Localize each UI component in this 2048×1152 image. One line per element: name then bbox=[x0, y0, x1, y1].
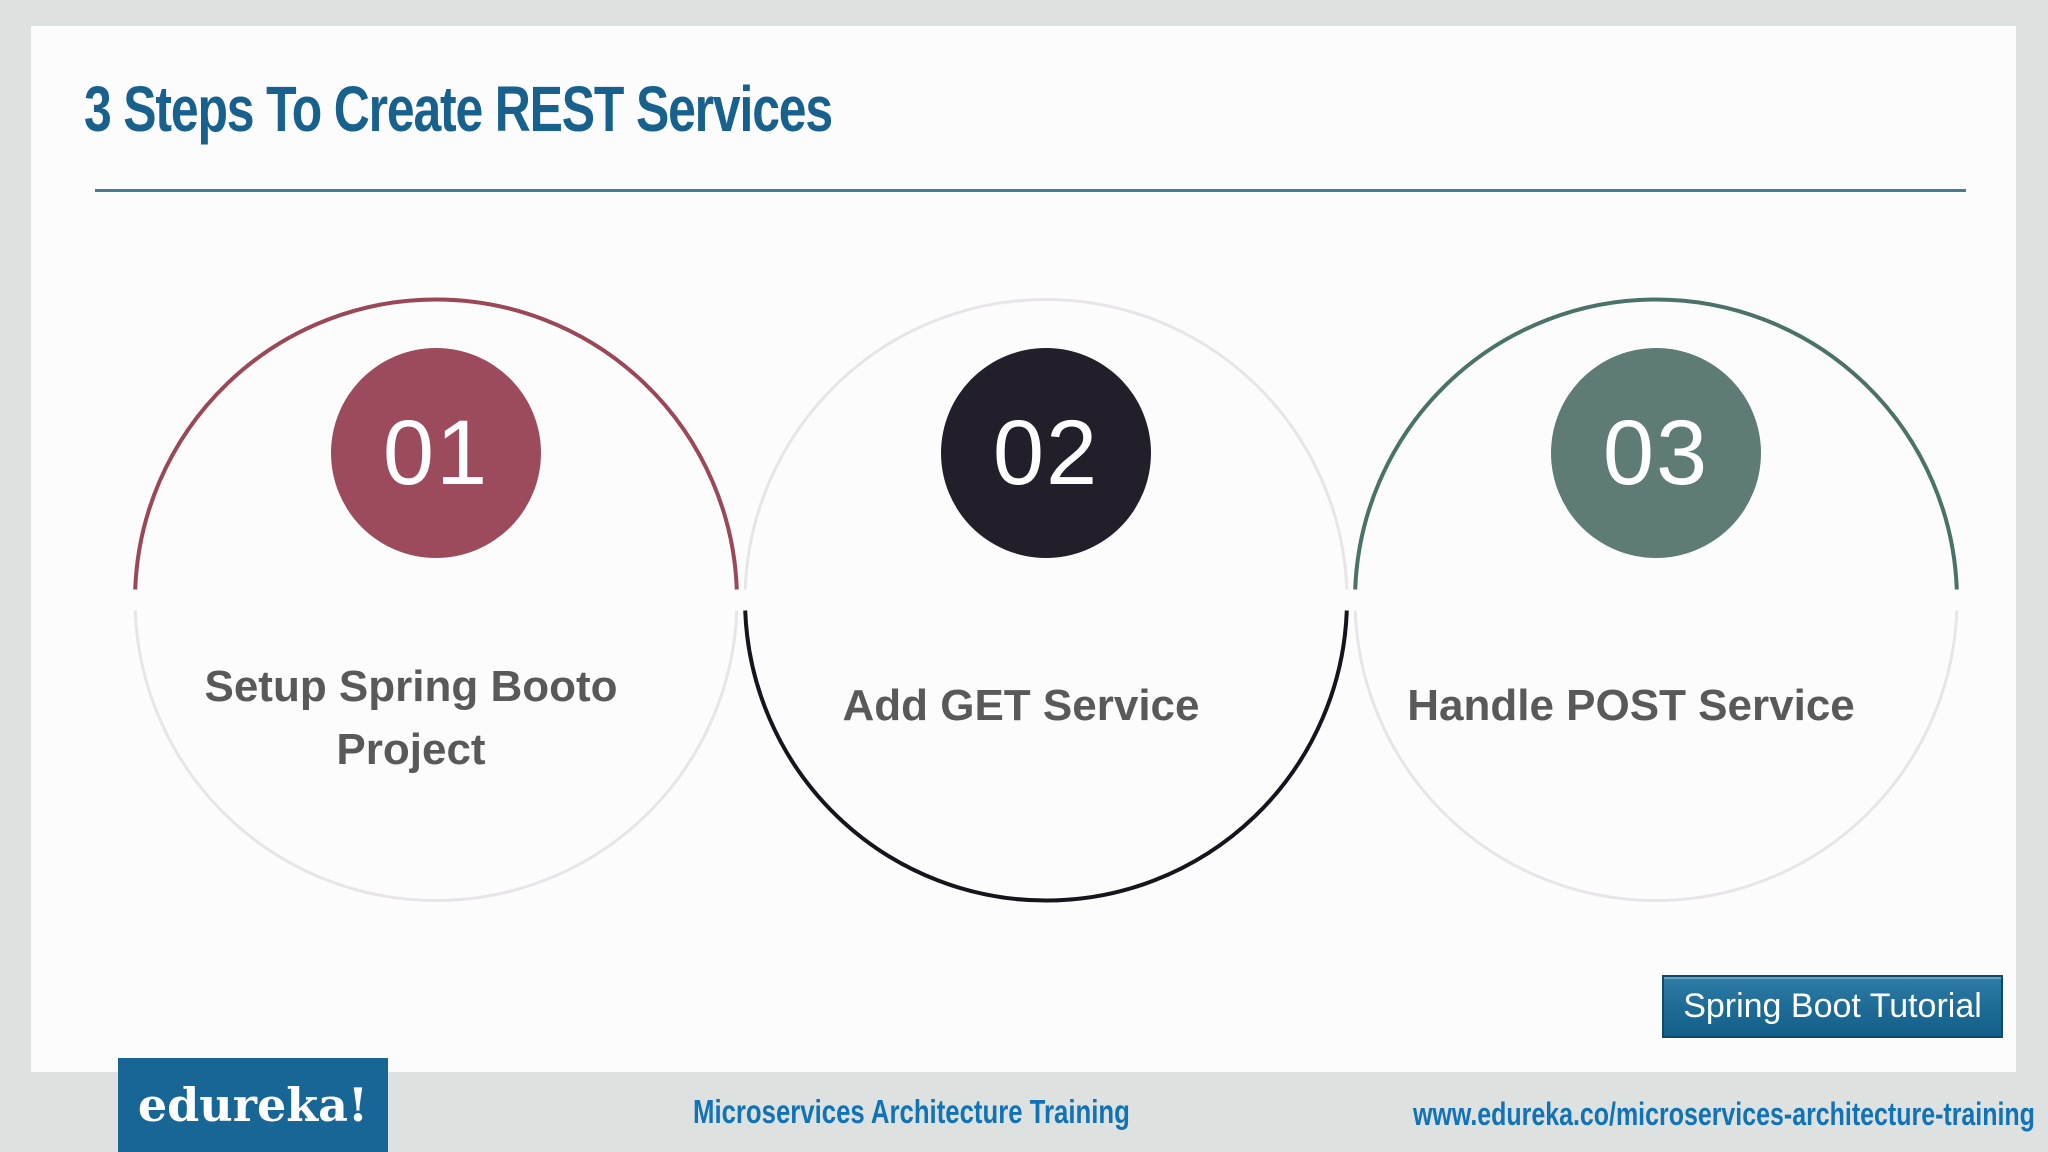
footer-url: www.edureka.co/microservices-architectur… bbox=[1413, 1096, 2035, 1132]
ring-gray-arc bbox=[743, 297, 1349, 590]
edureka-logo: edureka! bbox=[118, 1058, 388, 1152]
step-2-group: 02 Add GET Service bbox=[736, 290, 1356, 910]
step-number-badge: 03 bbox=[1551, 348, 1761, 558]
ring-gray-arc bbox=[133, 610, 739, 903]
step-number: 03 bbox=[1602, 401, 1710, 504]
step-number-badge: 02 bbox=[941, 348, 1151, 558]
slide-body: 3 Steps To Create REST Services 01 Setup… bbox=[31, 26, 2016, 1072]
step-number: 02 bbox=[992, 401, 1100, 504]
spring-boot-tutorial-badge: Spring Boot Tutorial bbox=[1662, 975, 2003, 1038]
step-number-badge: 01 bbox=[331, 348, 541, 558]
step-3-group: 03 Handle POST Service bbox=[1346, 290, 1966, 910]
step-label: Handle POST Service bbox=[1407, 681, 1855, 730]
step-label: Setup Spring Booto Project bbox=[204, 662, 618, 774]
page-title: 3 Steps To Create REST Services bbox=[84, 73, 833, 145]
ring-accent-arc bbox=[743, 610, 1349, 903]
step-ring bbox=[1353, 297, 1959, 903]
ring-accent-arc bbox=[1353, 297, 1959, 590]
step-number: 01 bbox=[382, 401, 490, 504]
step-label: Add GET Service bbox=[842, 681, 1200, 730]
step-ring bbox=[133, 297, 739, 903]
ring-gray-arc bbox=[1353, 610, 1959, 903]
ring-accent-arc bbox=[133, 297, 739, 590]
footer-course-title: Microservices Architecture Training bbox=[693, 1093, 1130, 1130]
step-ring bbox=[743, 297, 1349, 903]
step-1-group: 01 Setup Spring Booto Project bbox=[126, 290, 746, 910]
title-divider bbox=[95, 189, 1966, 192]
